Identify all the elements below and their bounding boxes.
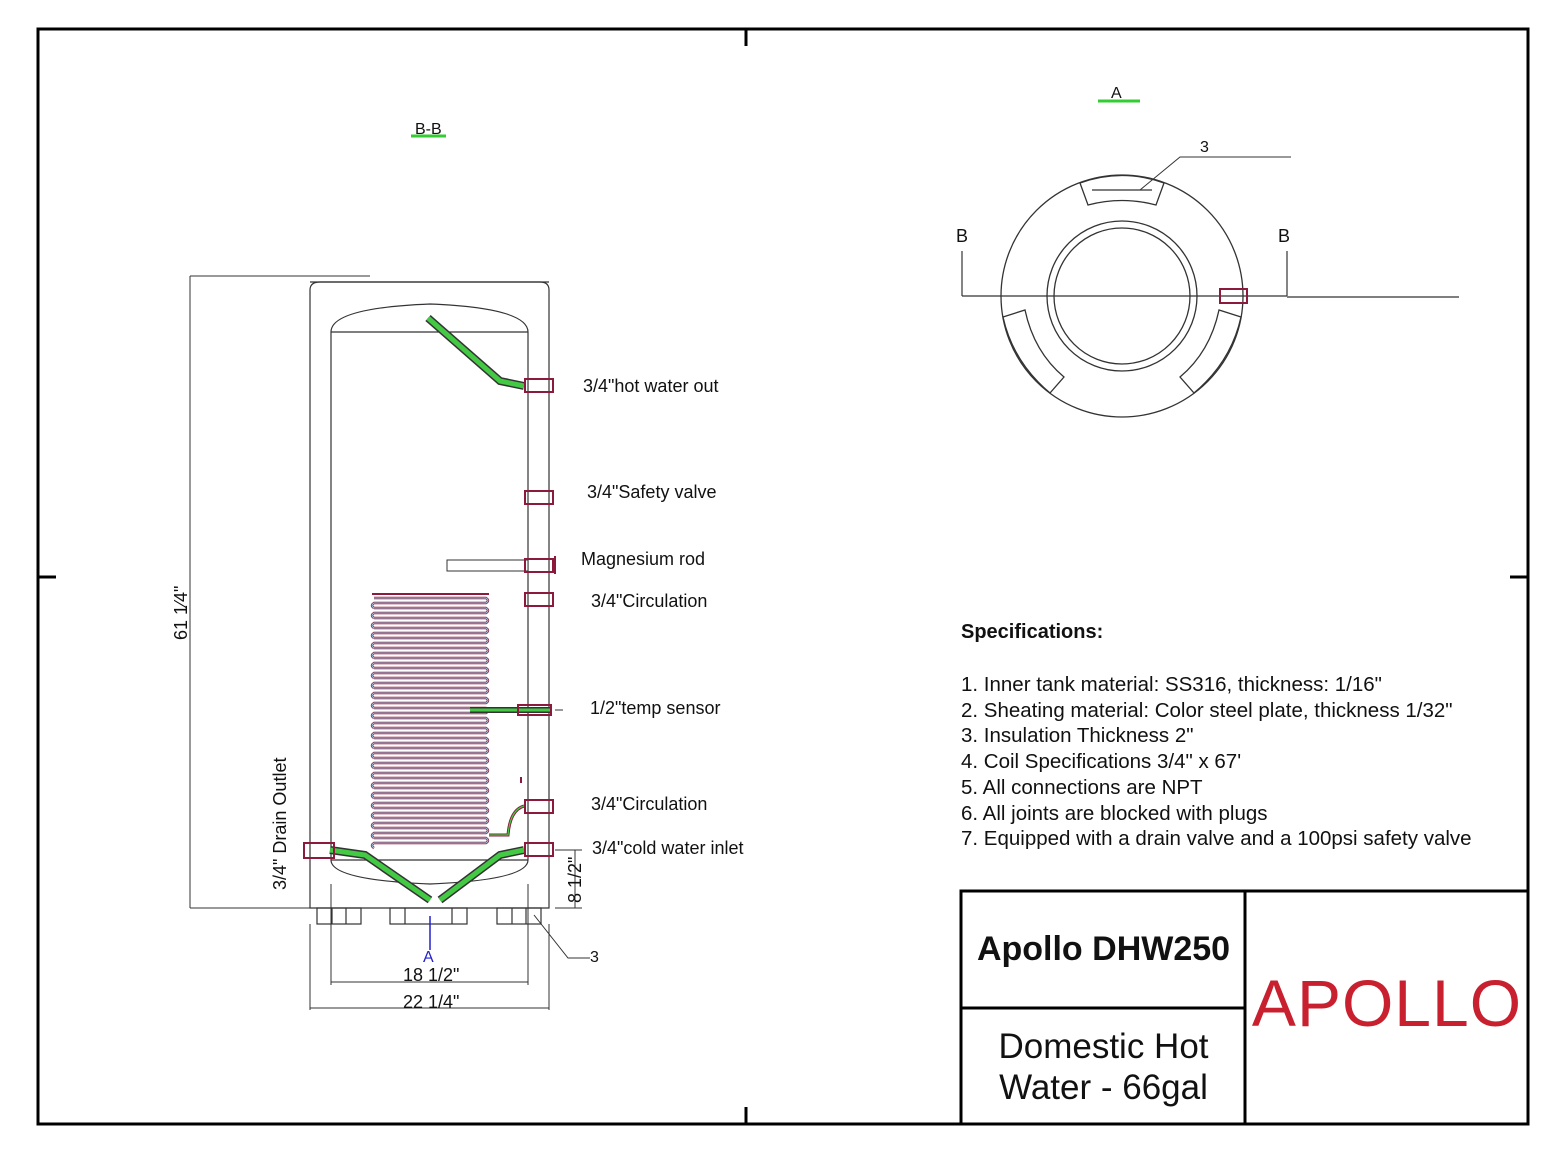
fitting-cold-water-inlet <box>524 842 554 857</box>
spec-item: 5. All connections are NPT <box>961 775 1203 799</box>
spec-item: 6. All joints are blocked with plugs <box>961 801 1268 825</box>
coil-bottom-lead <box>489 804 525 837</box>
dimension-height: 61 1⁄4" <box>171 585 191 640</box>
bottom-pipes <box>329 846 525 904</box>
fitting-safety-valve <box>524 490 554 505</box>
coil-loop-inner <box>371 717 489 729</box>
coil-loop-inner <box>371 617 489 629</box>
sheet-border <box>36 27 1530 1126</box>
callout-3-top: 3 <box>1200 139 1209 156</box>
heating-coil <box>370 593 525 850</box>
label-temp-sensor: 1/2"temp sensor <box>590 698 721 718</box>
coil-loops <box>370 596 490 850</box>
label-circulation-bottom: 3/4"Circulation <box>591 794 708 814</box>
top-view-fitting <box>1219 288 1248 304</box>
model-name: Apollo DHW250 <box>976 930 1231 968</box>
coil-loop-inner <box>371 677 489 689</box>
label-magnesium-rod: Magnesium rod <box>581 549 706 569</box>
coil-loop-inner <box>371 657 489 669</box>
spec-item: 4. Coil Specifications 3/4" x 67' <box>961 750 1242 774</box>
brand-logo: APOLLO <box>1251 966 1523 1040</box>
label-circulation-top: 3/4"Circulation <box>591 591 708 611</box>
fitting-circulation-bottom <box>524 799 554 814</box>
coil-loop-inner <box>371 607 489 619</box>
coil-loop-inner <box>371 827 489 839</box>
section-a-arrow-label: A <box>423 949 434 966</box>
callout-3-bottom: 3 <box>590 949 599 966</box>
fitting-magnesium-rod <box>524 558 554 573</box>
dimension-outer-width: 22 1/4" <box>403 992 460 1012</box>
hot-water-pipe <box>425 314 525 390</box>
specifications-title: Specifications: <box>961 621 1104 643</box>
dimension-inlet-height: 8 1/2" <box>565 856 585 903</box>
coil-loop-inner <box>371 597 489 609</box>
coil-loop-inner <box>371 737 489 749</box>
magnesium-rod <box>446 559 529 572</box>
fitting-temp-sensor <box>517 704 552 716</box>
coil-loop-inner <box>371 807 489 819</box>
width-dimensions <box>309 884 550 1010</box>
coil-loop-inner <box>371 727 489 739</box>
section-line-right-label: B <box>1278 226 1291 246</box>
spec-item: 1. Inner tank material: SS316, thickness… <box>961 673 1382 696</box>
callout-3-leader-bottom <box>533 914 590 959</box>
spec-item: 2. Sheating material: Color steel plate,… <box>961 698 1453 722</box>
coil-loop-inner <box>371 777 489 789</box>
label-hot-water-out: 3/4"hot water out <box>583 376 719 396</box>
coil-loop-inner <box>371 637 489 649</box>
coil-loop-inner <box>371 647 489 659</box>
coil-loop-inner <box>371 747 489 759</box>
fitting-drain-outlet <box>303 842 335 859</box>
fittings <box>303 378 556 859</box>
section-a-label: A <box>1111 85 1122 102</box>
label-safety-valve: 3/4"Safety valve <box>587 482 717 502</box>
coil-loop-inner <box>371 757 489 769</box>
dimension-inner-width: 18 1/2" <box>403 965 460 985</box>
callout-3-leader-top <box>1139 156 1291 191</box>
coil-loop-inner <box>371 667 489 679</box>
spec-item: 7. Equipped with a drain valve and a 100… <box>961 827 1472 851</box>
coil-loop-inner <box>371 697 489 709</box>
height-dimension <box>189 275 370 909</box>
coil-loop-inner <box>371 627 489 639</box>
coil-loop-inner <box>371 797 489 809</box>
product-description: Domestic Hot Water - 66gal <box>962 1026 1245 1108</box>
inlet-height-dimension <box>555 849 582 909</box>
fitting-hot-water-out <box>524 378 554 393</box>
dimension-drain-outlet: 3/4" Drain Outlet <box>270 757 290 890</box>
tank-side-view <box>309 281 550 925</box>
fitting-circulation-top <box>524 592 554 607</box>
coil-loop-inner <box>371 787 489 799</box>
coil-loop-inner <box>371 837 489 849</box>
description-line-2: Water - 66gal <box>999 1068 1208 1107</box>
spec-item: 3. Insulation Thickness 2" <box>961 724 1194 748</box>
coil-loop-inner <box>371 687 489 699</box>
label-cold-water-inlet: 3/4"cold water inlet <box>592 838 744 858</box>
title-block <box>959 889 1530 1126</box>
coil-loop-inner <box>371 817 489 829</box>
coil-loop-inner <box>371 767 489 779</box>
description-line-1: Domestic Hot <box>998 1027 1209 1066</box>
section-line-bb <box>961 251 1459 298</box>
section-bb-label: B-B <box>415 121 442 138</box>
section-line-left-label: B <box>956 226 969 246</box>
specifications-list: 1. Inner tank material: SS316, thickness… <box>961 672 1472 852</box>
